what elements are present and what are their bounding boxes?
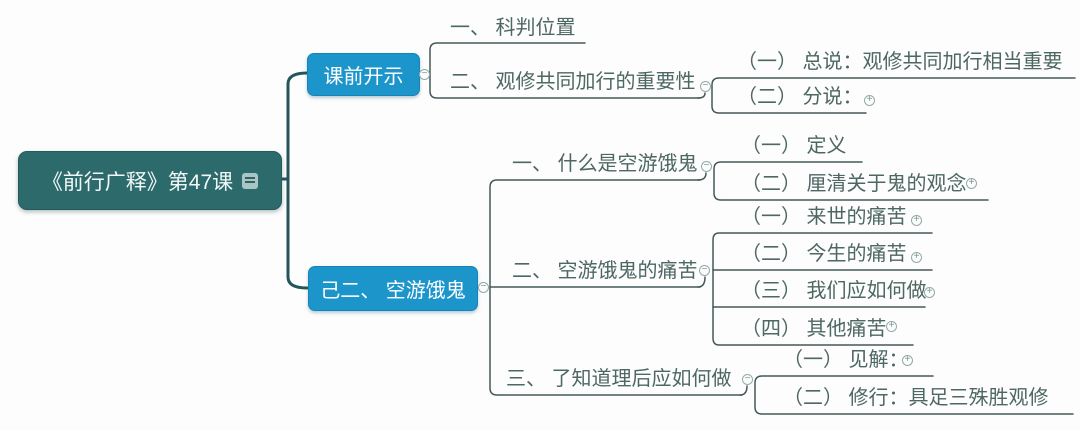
topic-laishi-tongku[interactable]: （一） 来世的痛苦 — [741, 206, 907, 228]
expand-icon[interactable]: + — [902, 355, 913, 366]
topic-qita-tongku[interactable]: （四） 其他痛苦 — [741, 318, 887, 340]
branch-topic-kaiqian[interactable]: 课前开示 — [307, 53, 420, 96]
expand-icon[interactable]: + — [911, 215, 922, 226]
topic-egui-tongku[interactable]: 二、 空游饿鬼的痛苦 — [512, 260, 698, 282]
topic-jianjie[interactable]: （一） 见解： — [783, 349, 909, 371]
topic-dingyi[interactable]: （一） 定义 — [741, 135, 847, 157]
topic-xiuxing[interactable]: （二） 修行：具足三殊胜观修 — [783, 387, 1049, 409]
topic-fenshuo[interactable]: （二） 分说： — [737, 86, 863, 108]
topic-guanxiu-importance[interactable]: 二、 观修共同加行的重要性 — [450, 71, 696, 93]
expand-icon[interactable]: + — [911, 252, 922, 263]
root-topic-label: 《前行广释》第47课 — [41, 170, 234, 194]
topic-what-is-kongyou-egui[interactable]: 一、 什么是空游饿鬼 — [512, 153, 698, 175]
branch-topic-kongyou-egui[interactable]: 己二、 空游饿鬼 — [308, 266, 478, 311]
collapse-icon[interactable]: − — [478, 282, 489, 293]
topic-liaozhi-daoli[interactable]: 三、 了知道理后应如何做 — [506, 368, 732, 390]
collapse-icon[interactable]: − — [742, 374, 753, 385]
collapse-icon[interactable]: − — [699, 265, 710, 276]
topic-jinsheng-tongku[interactable]: （二） 今生的痛苦 — [741, 243, 907, 265]
root-topic[interactable]: 《前行广释》第47课 — [18, 151, 282, 210]
topic-women-ying-ruhe-zuo[interactable]: （三） 我们应如何做 — [741, 280, 927, 302]
collapse-icon[interactable]: − — [701, 161, 712, 172]
topic-liqing-guannian[interactable]: （二） 厘清关于鬼的观念 — [741, 173, 967, 195]
expand-icon[interactable]: + — [966, 178, 977, 189]
collapse-icon[interactable]: − — [419, 69, 430, 80]
notes-icon[interactable] — [242, 172, 259, 189]
expand-icon[interactable]: + — [864, 95, 875, 106]
topic-zongshuo[interactable]: （一） 总说：观修共同加行相当重要 — [737, 51, 1063, 73]
topic-kepan-weizhi[interactable]: 一、 科判位置 — [450, 17, 576, 39]
expand-icon[interactable]: + — [886, 321, 897, 332]
expand-icon[interactable]: + — [924, 287, 935, 298]
collapse-icon[interactable]: − — [700, 81, 711, 92]
